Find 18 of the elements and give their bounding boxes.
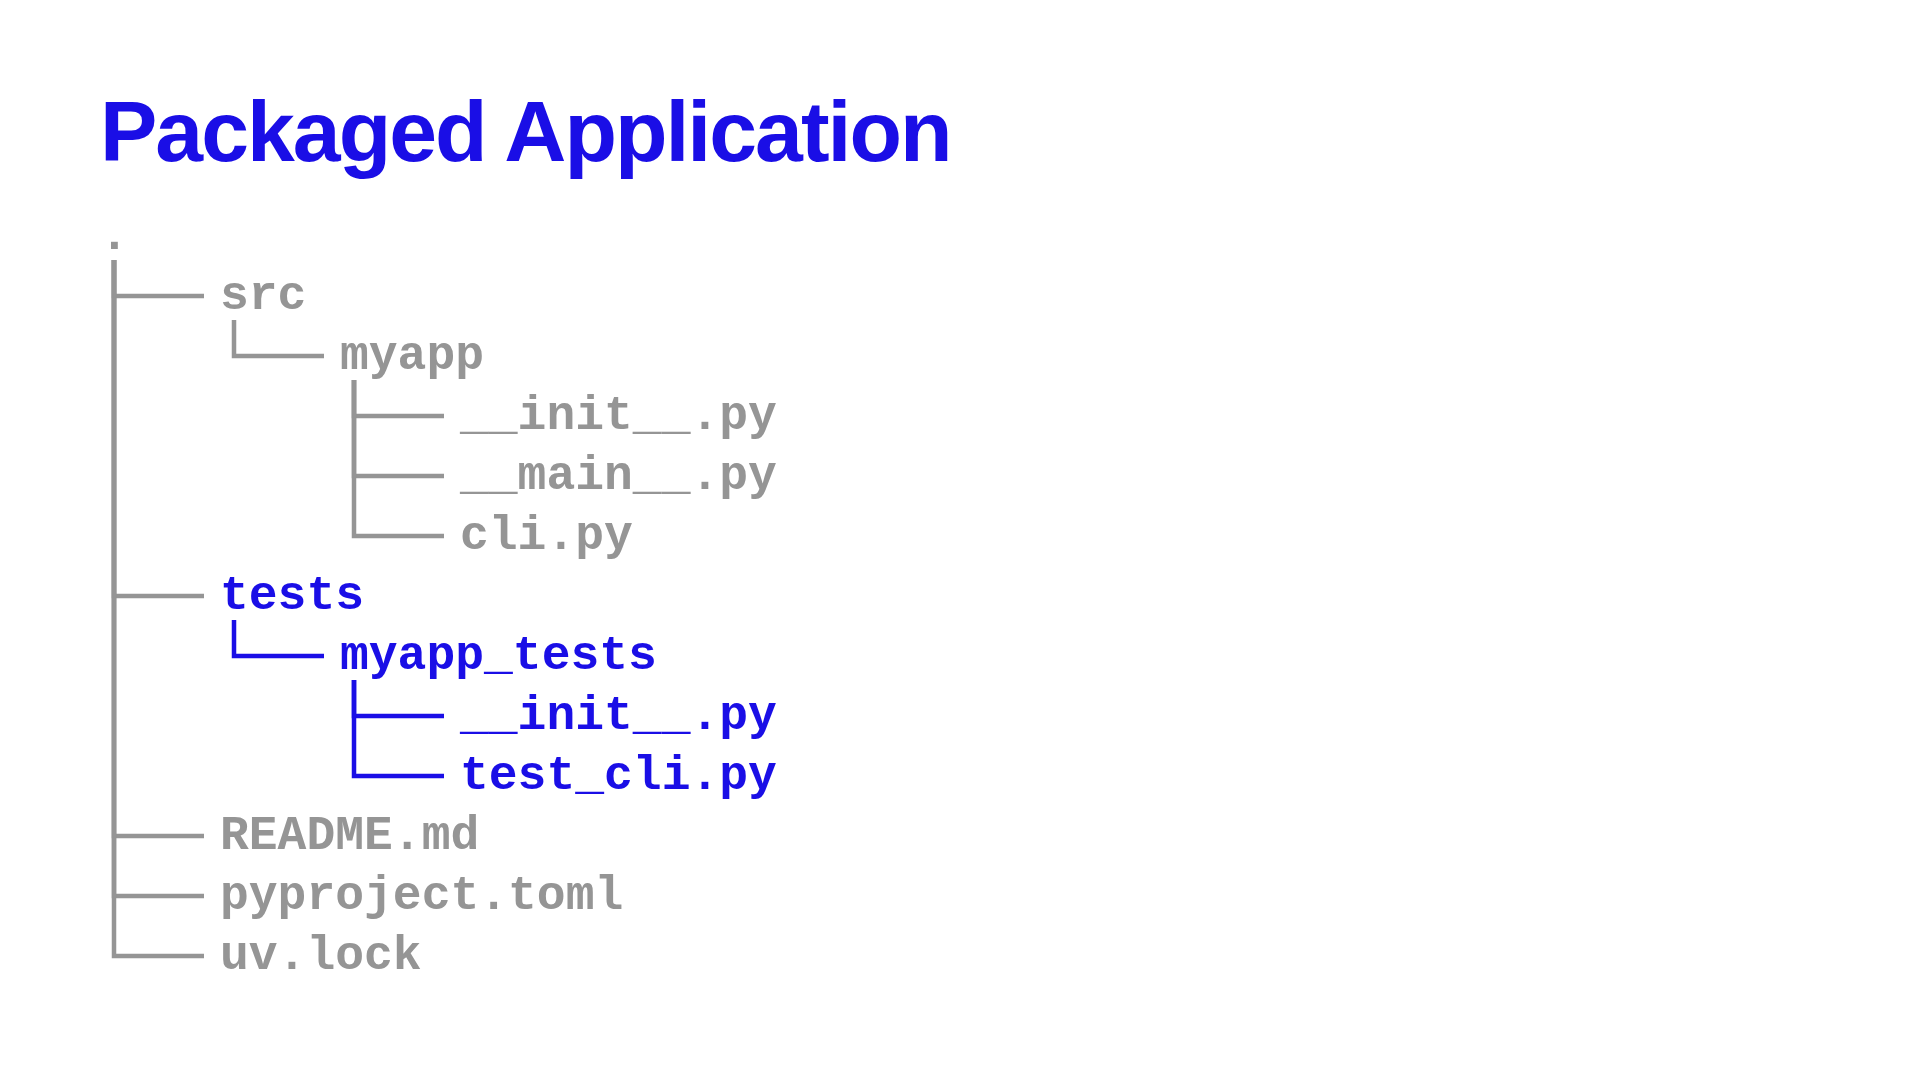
tree-connector: [231, 320, 324, 359]
tree-connector: [351, 680, 444, 779]
file-name: cli.py: [460, 512, 633, 560]
tree-connector: [231, 620, 324, 659]
folder-name: myapp_tests: [340, 632, 657, 680]
root-label: .: [100, 212, 129, 260]
tree-connector: [351, 380, 444, 539]
file-name: __main__.py: [460, 452, 777, 500]
folder-name: tests: [220, 572, 365, 620]
file-name: uv.lock: [220, 932, 422, 980]
file-name: __init__.py: [460, 692, 777, 740]
file-name: README.md: [220, 812, 480, 860]
file-name: __init__.py: [460, 392, 777, 440]
file-name: pyproject.toml: [220, 872, 624, 920]
file-name: test_cli.py: [460, 752, 777, 800]
folder-name: myapp: [340, 332, 485, 380]
folder-name: src: [220, 272, 307, 320]
title: Packaged Application: [100, 82, 952, 181]
